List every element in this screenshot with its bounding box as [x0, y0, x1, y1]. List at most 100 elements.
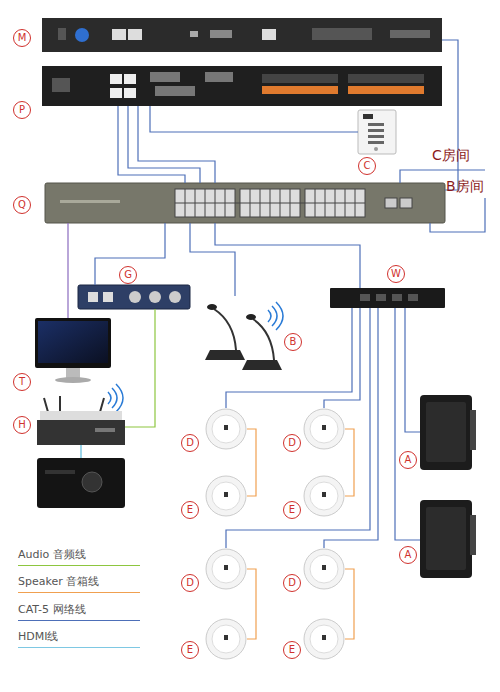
- ceiling-speaker: E: [205, 618, 247, 660]
- ceiling-speaker: [212, 482, 240, 510]
- legend-text: Audio 音频线: [18, 548, 86, 562]
- ceiling-speaker: [304, 619, 344, 659]
- control-unit: [390, 30, 430, 38]
- ceiling-speaker: [224, 425, 228, 430]
- cable-connector: [190, 223, 235, 296]
- wall-panel: [368, 141, 384, 144]
- callout-letter: Q: [13, 196, 31, 214]
- projector: [82, 472, 102, 492]
- monitor: [35, 318, 111, 383]
- audio-processor: [42, 66, 442, 106]
- ceiling-speaker: [310, 625, 338, 653]
- cable-connector: [345, 569, 354, 639]
- control-unit: [112, 29, 126, 40]
- wall-speaker: A: [420, 500, 472, 578]
- hdmi-wire: [80, 445, 82, 458]
- projector: [37, 458, 125, 508]
- wifi-symbol: [268, 302, 283, 330]
- control-unit: [42, 18, 442, 52]
- ceiling-speaker: D: [303, 548, 345, 590]
- control-unit: [190, 31, 198, 37]
- audio-interface: [169, 291, 181, 303]
- wall-panel: [358, 110, 396, 154]
- network-switch: [60, 200, 120, 203]
- conference-mic: [253, 319, 274, 360]
- ceiling-speaker: [304, 549, 344, 589]
- media-box: [44, 396, 104, 412]
- cable-connector: [67, 223, 68, 318]
- room-link-wire: [430, 198, 485, 232]
- conference-mic: [207, 304, 217, 310]
- audio-processor: [42, 66, 442, 106]
- callout-letter: A: [399, 451, 417, 469]
- callout-letter: B: [284, 333, 302, 351]
- audio-interface: G: [78, 285, 190, 309]
- media-box: [37, 396, 125, 445]
- ceiling-speaker: E: [303, 618, 345, 660]
- callout-letter: D: [181, 434, 199, 452]
- cable-connector: [405, 308, 420, 432]
- monitor: [38, 321, 108, 363]
- callout-letter: E: [181, 641, 199, 659]
- wifi-symbol: [108, 384, 123, 412]
- ceiling-speaker: [224, 565, 228, 570]
- callout-letter: D: [283, 434, 301, 452]
- legend-swatch: [18, 565, 140, 566]
- ceiling-speaker: [212, 555, 240, 583]
- amplifier: [360, 294, 370, 301]
- cable-connector: [150, 106, 358, 132]
- monitor: [66, 368, 80, 378]
- legend-text: CAT-5 网络线: [18, 603, 86, 617]
- callout-letter: H: [13, 416, 31, 434]
- ceiling-speaker: [304, 409, 344, 449]
- wall-speaker: [426, 507, 466, 570]
- ceiling-speaker: [310, 555, 338, 583]
- room-link-wire: [400, 170, 485, 232]
- cable-connector: [138, 106, 215, 183]
- audio-processor: [52, 78, 70, 92]
- conference-mic: [246, 314, 256, 320]
- cable-connector: [324, 308, 378, 548]
- ceiling-speaker: [304, 476, 344, 516]
- ceiling-speaker: D: [205, 408, 247, 450]
- audio-interface: [129, 291, 141, 303]
- ceiling-speaker: [322, 565, 326, 570]
- wall-panel: C: [358, 110, 396, 154]
- amplifier: W: [330, 288, 445, 308]
- audio-processor: [262, 74, 338, 83]
- wifi-symbol: [108, 302, 283, 412]
- callout-letter: D: [181, 574, 199, 592]
- monitor: [35, 318, 111, 368]
- amplifier: [330, 288, 445, 308]
- audio-processor: [262, 86, 338, 94]
- ceiling-speaker: D: [205, 548, 247, 590]
- cable-connector: [128, 106, 200, 183]
- control-unit: [42, 18, 442, 52]
- ceiling-speaker: [322, 492, 326, 497]
- control-unit: [75, 28, 89, 42]
- ceiling-speaker: [224, 492, 228, 497]
- projector: [45, 470, 75, 474]
- network-switch: [175, 189, 365, 217]
- media-box: [40, 411, 122, 421]
- callout-letter: W: [387, 265, 405, 283]
- cable-connector: [215, 223, 360, 288]
- ceiling-speaker: D: [303, 408, 345, 450]
- monitor: [55, 377, 91, 383]
- room-label: B房间: [446, 178, 484, 195]
- amplifier: [408, 294, 418, 301]
- callout-letter: D: [283, 574, 301, 592]
- audio-processor: [110, 74, 122, 84]
- audio-processor: [124, 88, 136, 98]
- conference-mic: [214, 309, 236, 350]
- cable-connector: [226, 308, 352, 408]
- legend-swatch: [18, 647, 140, 648]
- conference-mic: B: [200, 296, 284, 372]
- amplifier: [392, 294, 402, 301]
- ceiling-speaker: [212, 625, 240, 653]
- audio-interface: [149, 291, 161, 303]
- wall-speaker: [420, 395, 472, 470]
- cable-connector: [247, 569, 256, 639]
